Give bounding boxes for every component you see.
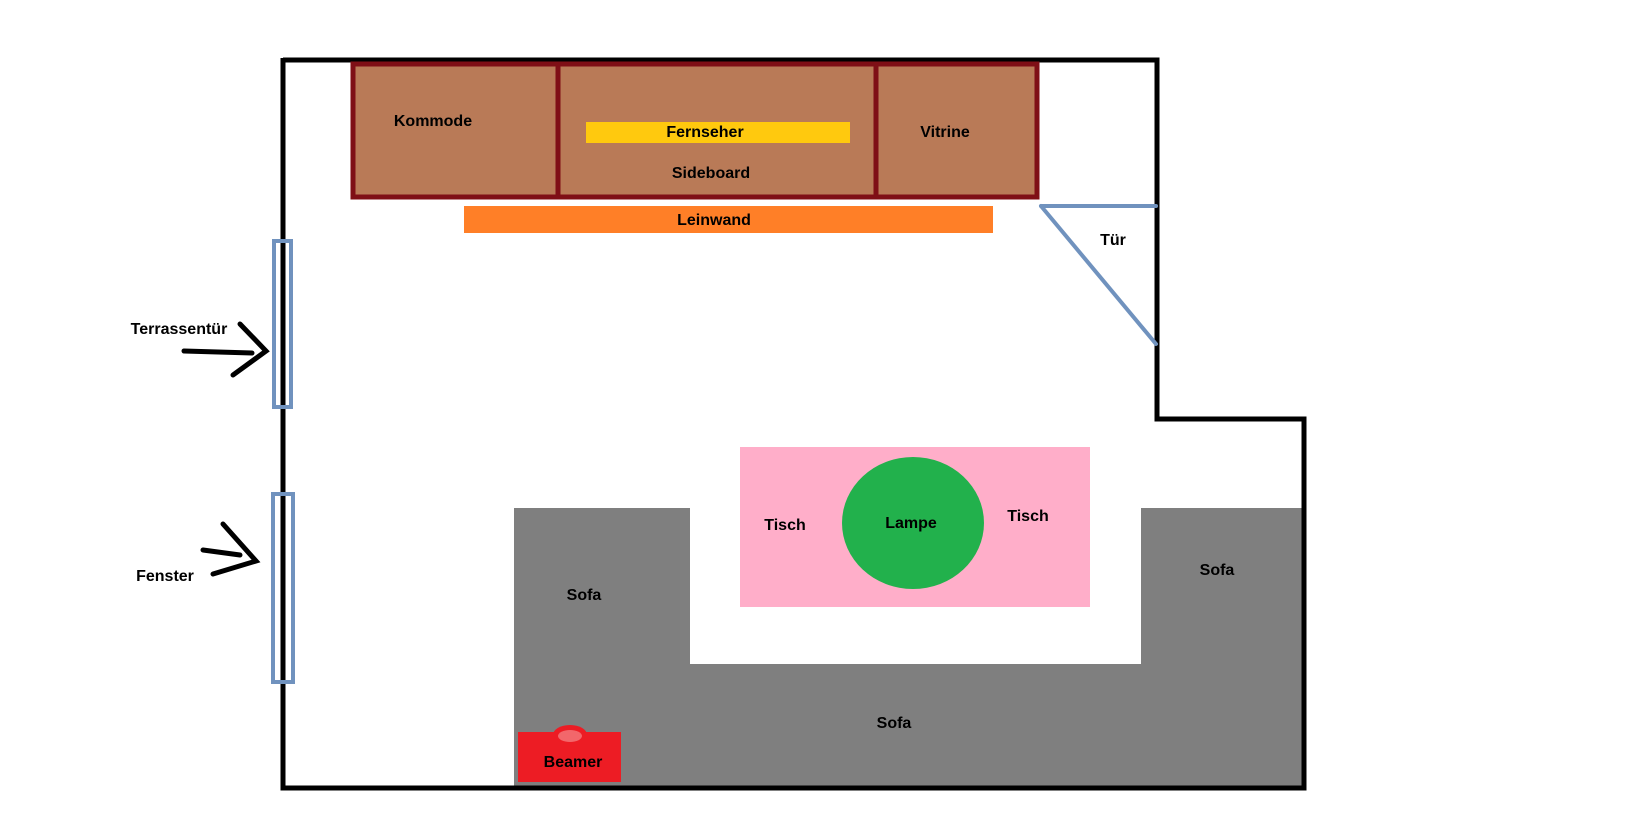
label-tuer: Tür <box>1100 232 1126 249</box>
label-tisch-left: Tisch <box>764 517 806 534</box>
label-tisch-right: Tisch <box>1007 508 1049 525</box>
sofa <box>514 508 1304 788</box>
label-beamer: Beamer <box>544 754 603 771</box>
label-leinwand: Leinwand <box>677 212 751 229</box>
sofa-right-section <box>1141 508 1304 788</box>
arrow-window-icon <box>200 521 261 577</box>
lamp <box>842 457 984 589</box>
label-sofa-bottom: Sofa <box>877 715 912 732</box>
label-terrassentuer: Terrassentür <box>131 321 228 338</box>
window <box>271 492 295 684</box>
fernseher <box>586 122 850 143</box>
terrace-door <box>272 239 293 409</box>
label-lampe: Lampe <box>885 515 937 532</box>
label-sideboard: Sideboard <box>672 165 750 182</box>
label-kommode: Kommode <box>394 113 472 130</box>
room-walls <box>280 57 1307 791</box>
kommode <box>350 61 561 200</box>
beamer <box>518 725 621 782</box>
door <box>1039 204 1158 346</box>
label-sofa-right: Sofa <box>1200 562 1235 579</box>
label-sofa-left: Sofa <box>567 587 602 604</box>
leinwand <box>464 206 993 233</box>
label-fernseher: Fernseher <box>666 124 743 141</box>
label-fenster: Fenster <box>136 568 194 585</box>
arrow-terrace-door-icon <box>181 321 270 378</box>
label-vitrine: Vitrine <box>920 124 970 141</box>
beamer-lens <box>558 730 582 742</box>
vitrine <box>873 61 1040 200</box>
